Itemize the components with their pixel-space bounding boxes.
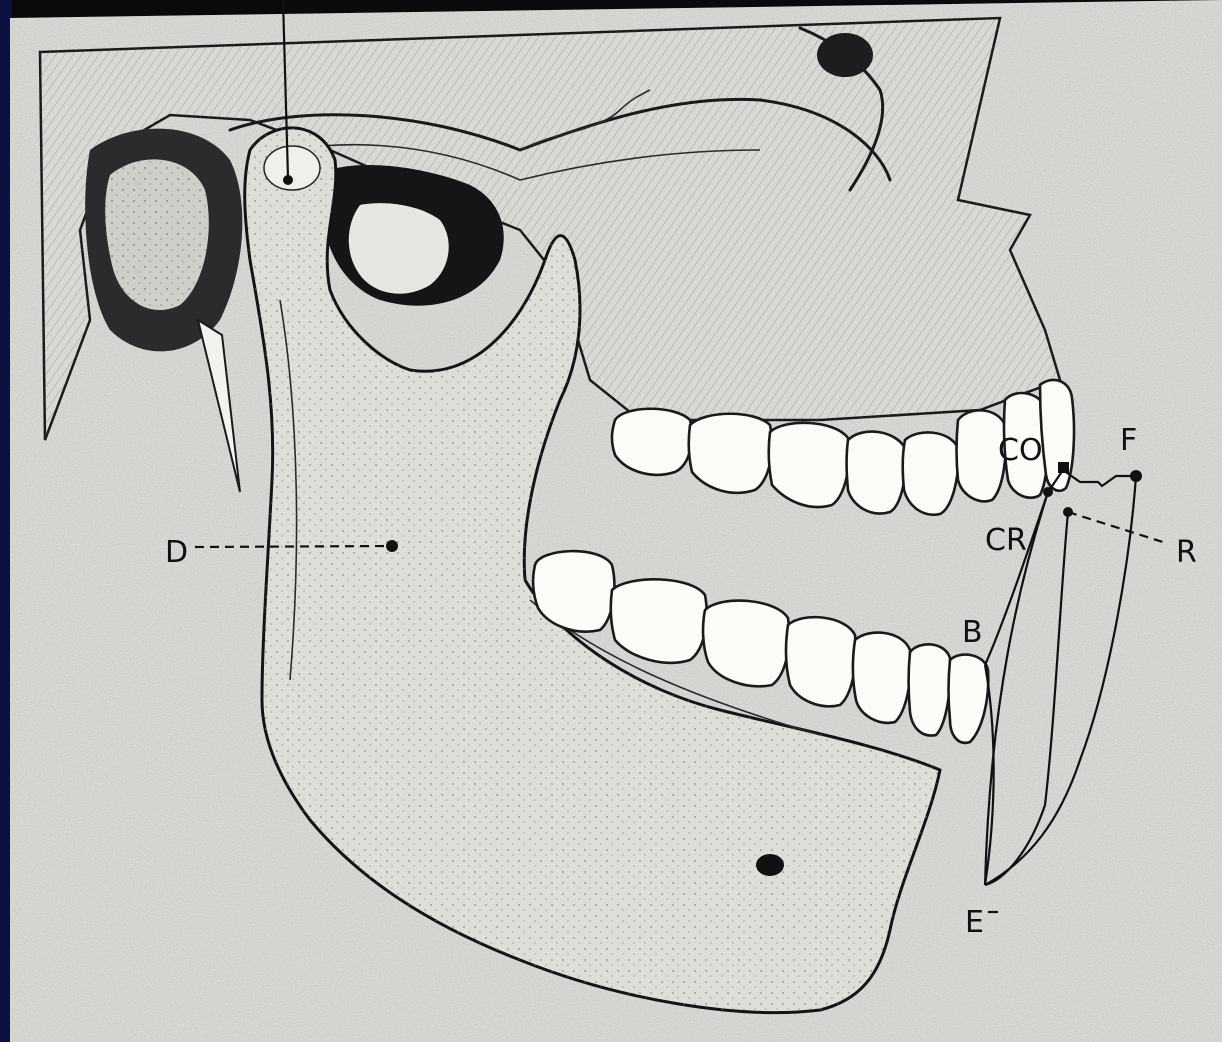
label-E: E	[965, 905, 984, 940]
point-CO	[1058, 462, 1069, 473]
label-CR: CR	[985, 523, 1027, 558]
point-F	[1130, 470, 1142, 482]
label-CO: CO	[998, 433, 1043, 468]
point-R	[1063, 507, 1073, 517]
point-D	[386, 540, 398, 552]
condyle-point	[283, 175, 293, 185]
label-D: D	[165, 535, 188, 570]
point-CR	[1043, 487, 1053, 497]
label-B-group: B	[962, 615, 983, 650]
label-F: F	[1120, 423, 1137, 458]
label-B: B	[962, 615, 983, 650]
label-R: R	[1176, 535, 1197, 570]
mental-foramen	[756, 854, 784, 876]
